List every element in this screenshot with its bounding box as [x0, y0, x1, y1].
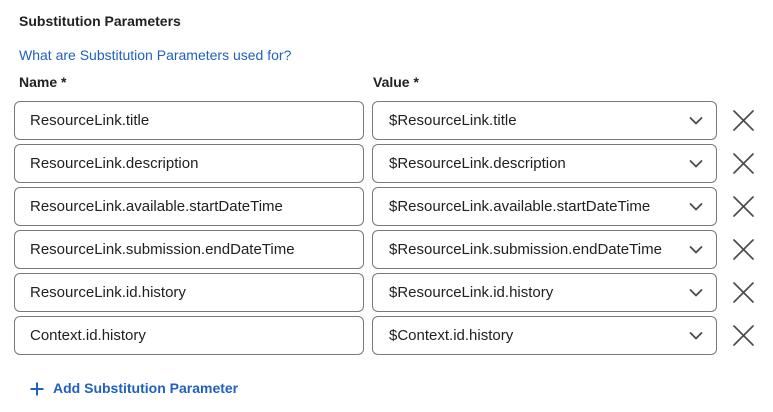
parameter-value-select[interactable]: $ResourceLink.description: [372, 144, 717, 183]
delete-row-button[interactable]: [728, 235, 758, 265]
parameter-value-select[interactable]: $ResourceLink.title: [372, 101, 717, 140]
plus-icon: [30, 382, 44, 396]
parameter-value-selected-option: $ResourceLink.available.startDateTime: [389, 198, 651, 215]
close-icon: [732, 195, 755, 218]
parameter-row: $ResourceLink.title: [14, 101, 773, 140]
parameter-row: $ResourceLink.description: [14, 144, 773, 183]
name-column-label: Name *: [19, 74, 67, 90]
close-icon: [732, 109, 755, 132]
parameter-name-input[interactable]: [14, 316, 364, 355]
delete-row-button[interactable]: [728, 321, 758, 351]
delete-row-button[interactable]: [728, 278, 758, 308]
delete-row-button[interactable]: [728, 192, 758, 222]
parameter-name-input[interactable]: [14, 101, 364, 140]
parameter-value-selected-option: $ResourceLink.title: [389, 112, 517, 129]
parameter-name-input[interactable]: [14, 187, 364, 226]
help-link[interactable]: What are Substitution Parameters used fo…: [19, 47, 292, 63]
parameter-row: $ResourceLink.submission.endDateTime: [14, 230, 773, 269]
close-icon: [732, 281, 755, 304]
parameter-value-select[interactable]: $ResourceLink.id.history: [372, 273, 717, 312]
add-substitution-parameter-button[interactable]: Add Substitution Parameter: [30, 381, 238, 396]
parameter-value-select[interactable]: $ResourceLink.submission.endDateTime: [372, 230, 717, 269]
value-column-label: Value *: [373, 74, 419, 90]
parameter-value-select[interactable]: $ResourceLink.available.startDateTime: [372, 187, 717, 226]
parameter-row: $Context.id.history: [14, 316, 773, 355]
parameter-rows: $ResourceLink.title $ResourceLink.descri…: [14, 101, 773, 355]
add-substitution-parameter-label: Add Substitution Parameter: [53, 380, 239, 396]
parameter-row: $ResourceLink.id.history: [14, 273, 773, 312]
parameter-value-selected-option: $ResourceLink.submission.endDateTime: [389, 241, 662, 258]
delete-row-button[interactable]: [728, 149, 758, 179]
parameter-name-input[interactable]: [14, 144, 364, 183]
close-icon: [732, 238, 755, 261]
parameter-value-selected-option: $ResourceLink.id.history: [389, 284, 554, 301]
section-title: Substitution Parameters: [19, 13, 181, 29]
parameter-row: $ResourceLink.available.startDateTime: [14, 187, 773, 226]
parameter-value-selected-option: $Context.id.history: [389, 327, 514, 344]
delete-row-button[interactable]: [728, 106, 758, 136]
close-icon: [732, 152, 755, 175]
parameter-name-input[interactable]: [14, 230, 364, 269]
parameter-value-select[interactable]: $Context.id.history: [372, 316, 717, 355]
close-icon: [732, 324, 755, 347]
parameter-name-input[interactable]: [14, 273, 364, 312]
column-headers: Name * Value *: [14, 75, 773, 89]
parameter-value-selected-option: $ResourceLink.description: [389, 155, 566, 172]
